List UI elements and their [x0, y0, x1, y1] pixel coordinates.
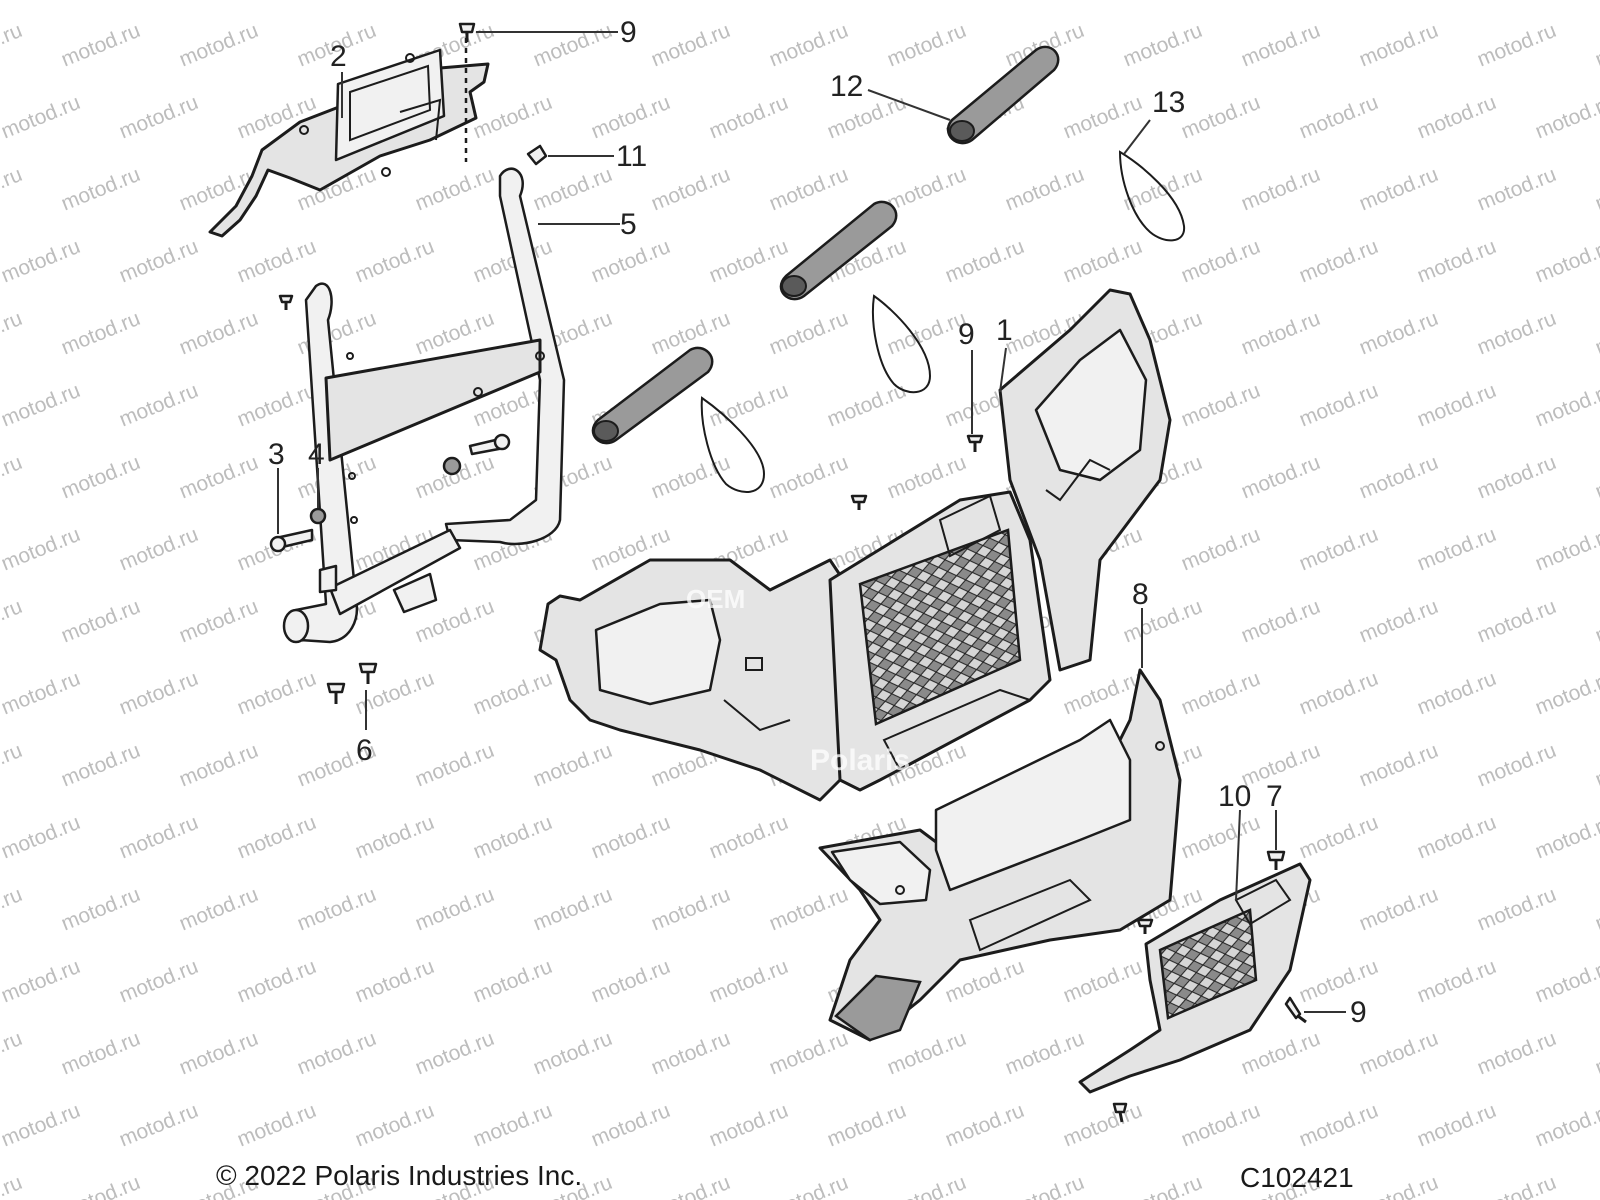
bolt-3	[269, 528, 314, 553]
callout-10: 10	[1218, 780, 1251, 813]
callout-6: 6	[356, 734, 373, 767]
brand-mark-polaris: Polaris	[810, 744, 910, 777]
callout-9-fascia: 9	[958, 318, 975, 351]
leader-lines	[277, 31, 1346, 1013]
nut-4	[309, 507, 327, 525]
part-front-fascia: OEM Polaris	[538, 288, 1172, 802]
callout-2: 2	[330, 40, 347, 73]
screw-grille-left	[1136, 918, 1154, 934]
nut-mid	[442, 456, 462, 476]
diagram-code: C102421	[1240, 1162, 1354, 1193]
screw-9-fascia	[966, 434, 984, 452]
screw-upper-left	[278, 294, 294, 310]
strap-loop-top	[1118, 150, 1186, 242]
part-mount-bracket	[208, 48, 490, 238]
callout-4: 4	[308, 438, 325, 471]
screw-9-lower-right	[1284, 996, 1307, 1024]
foam-roller-top	[946, 45, 1060, 145]
clip-11	[526, 144, 548, 166]
brand-mark-oem: OEM	[686, 584, 745, 614]
strap-loop-middle	[872, 294, 932, 394]
callout-9-lower: 9	[1350, 996, 1367, 1029]
foam-roller-lower	[591, 346, 714, 445]
part-lower-grille	[1078, 862, 1312, 1094]
screw-top	[458, 22, 476, 42]
copyright-text: © 2022 Polaris Industries Inc.	[216, 1160, 583, 1191]
screw-7	[1266, 850, 1286, 870]
callout-3: 3	[268, 438, 285, 471]
foam-roller-middle	[779, 200, 898, 301]
callout-labels: 2 9 11 5 12 13 9 1 3 4 8 6 10 7 9	[268, 16, 1367, 1029]
part-lower-bumper	[818, 668, 1182, 1042]
screw-fascia-left	[850, 494, 868, 510]
part-bumper-tube	[282, 167, 566, 644]
bolt-mid	[468, 433, 511, 456]
callout-9-top: 9	[620, 16, 637, 49]
screw-bottom	[1112, 1102, 1128, 1123]
callout-13: 13	[1152, 86, 1185, 119]
callout-1: 1	[996, 314, 1013, 347]
callout-12: 12	[830, 70, 863, 103]
callout-11: 11	[616, 140, 647, 173]
screws-6	[326, 662, 378, 704]
callout-8: 8	[1132, 578, 1149, 611]
strap-loop-lower	[700, 396, 766, 494]
callout-7: 7	[1266, 780, 1283, 813]
callout-5: 5	[620, 208, 637, 241]
